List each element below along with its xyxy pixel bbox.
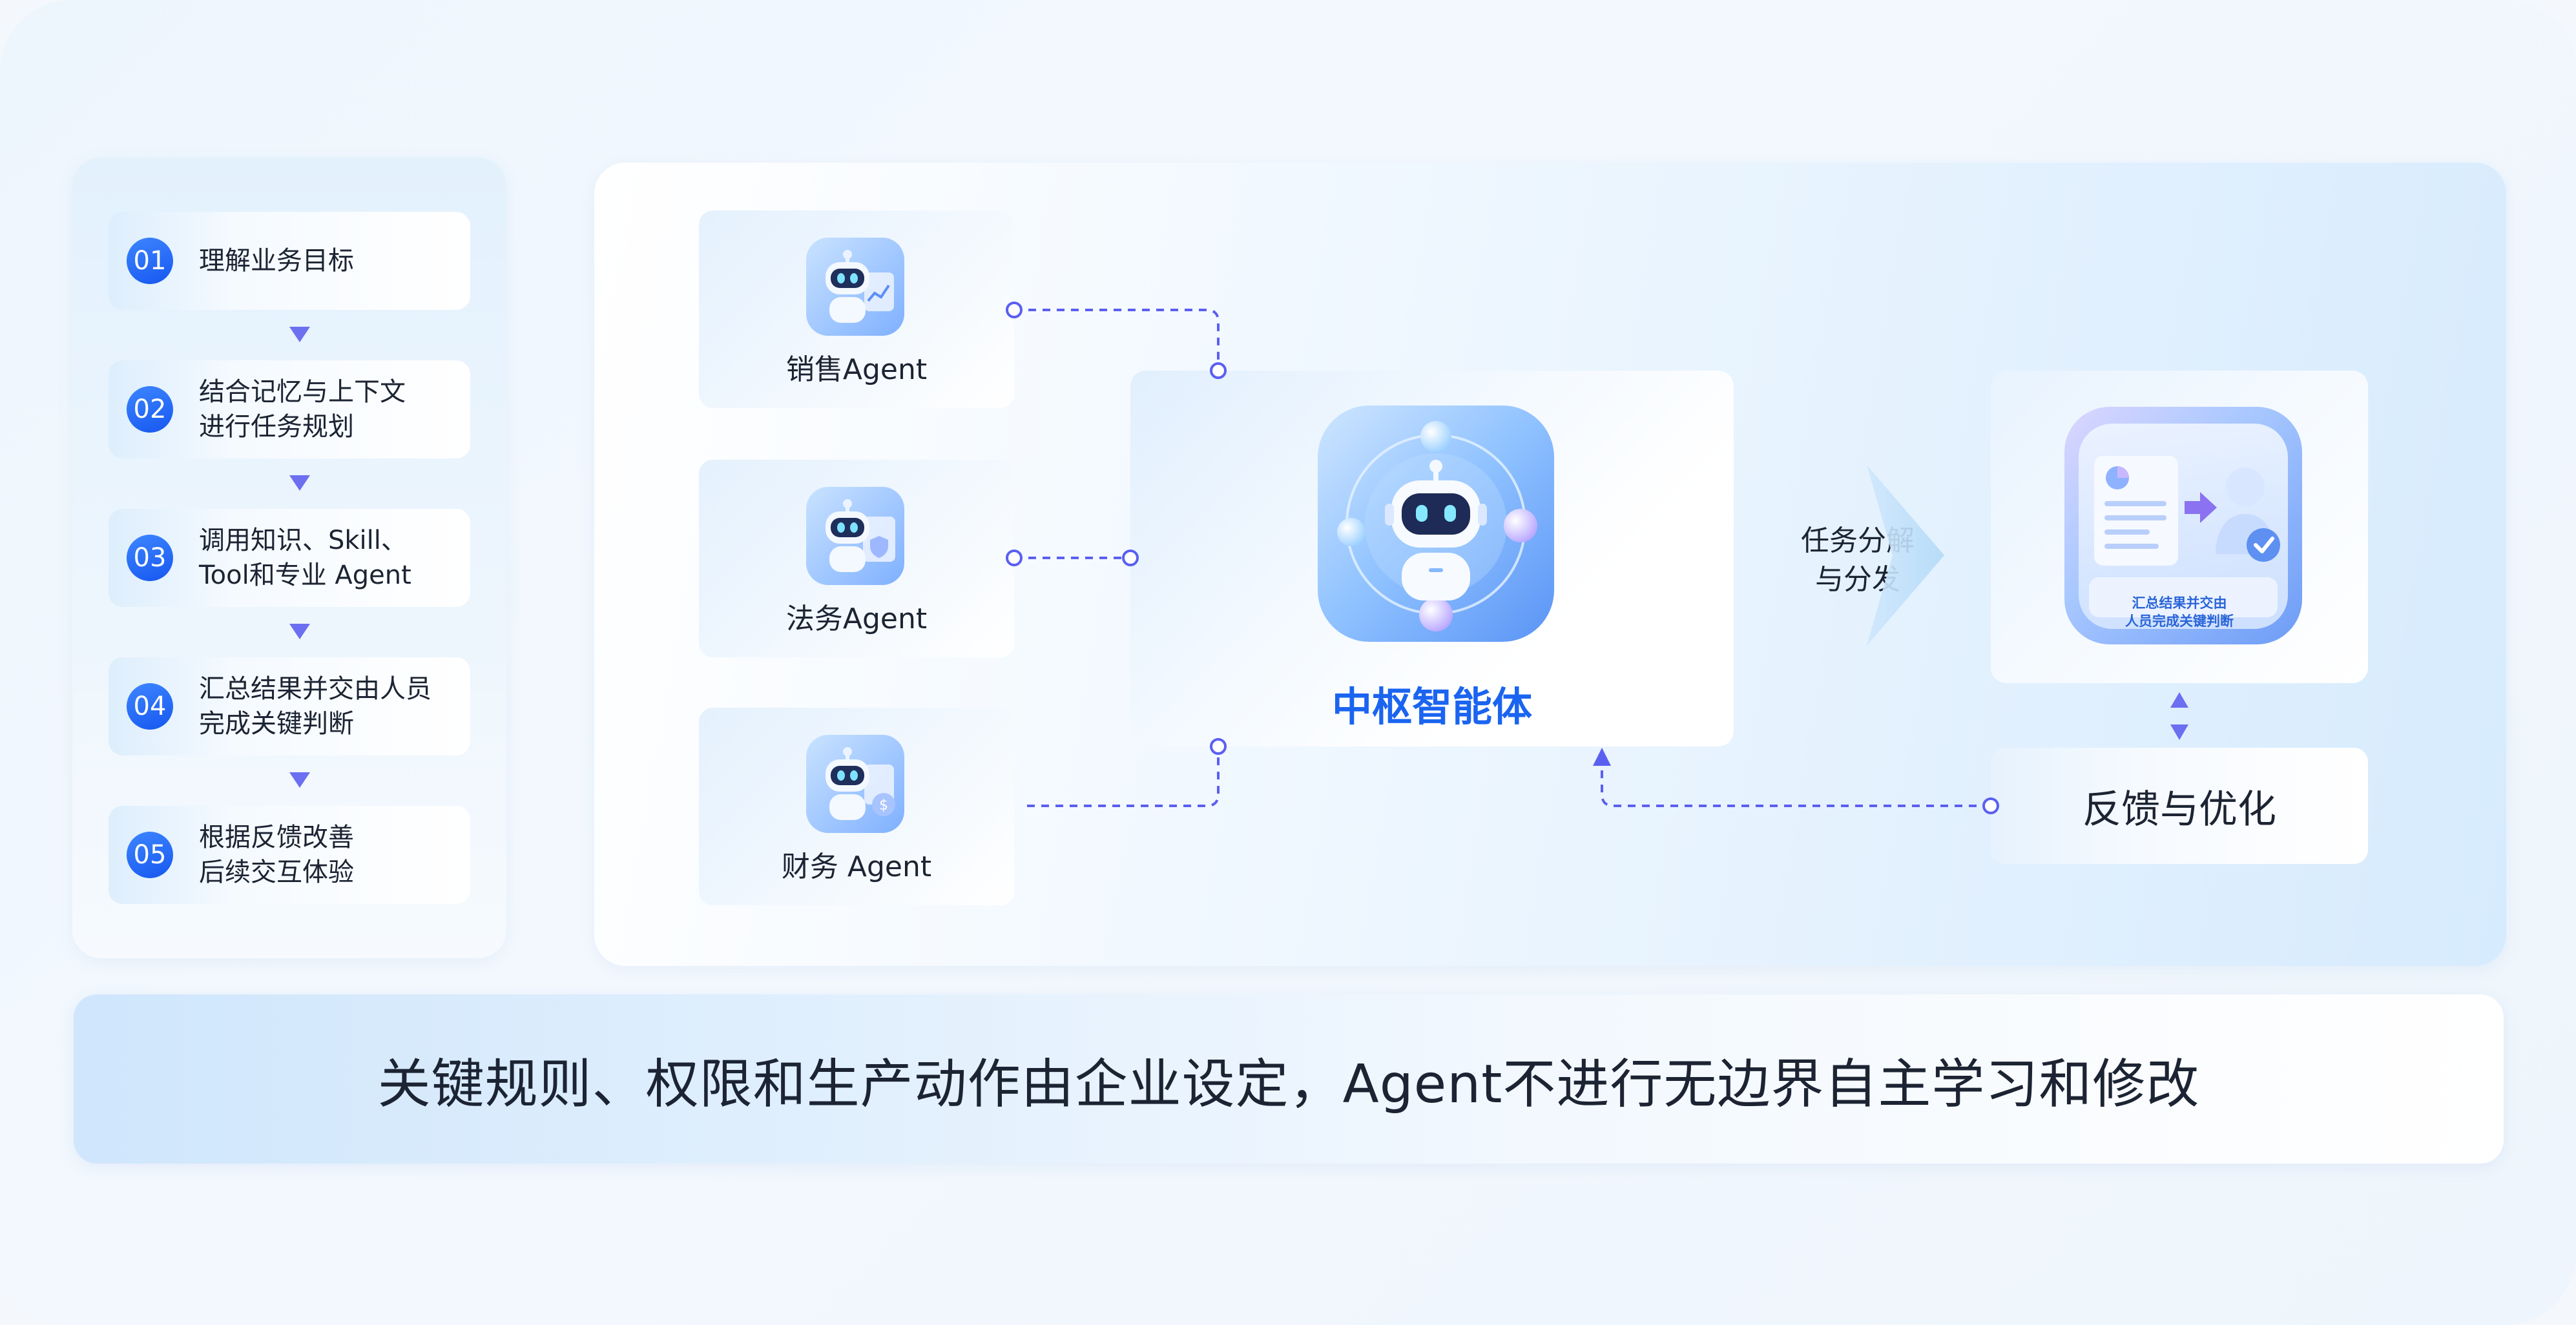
double-arrow-up-icon bbox=[2170, 692, 2188, 708]
central-robot-icon bbox=[1318, 406, 1554, 642]
governance-text: 关键规则、权限和生产动作由企业设定，Agent不进行无边界自主学习和修改 bbox=[377, 1053, 2200, 1115]
agent-label-sales: 销售Agent bbox=[785, 353, 928, 386]
workflow-steps-panel: 01 理解业务目标 02 结合记忆与上下文 进行任务规划 03 调用知识、Ski… bbox=[72, 158, 506, 958]
step-5-badge: 05 bbox=[127, 832, 173, 878]
step-2: 02 结合记忆与上下文 进行任务规划 bbox=[109, 360, 470, 458]
arrow-up-icon bbox=[1593, 748, 1611, 766]
double-arrow-down-icon bbox=[2170, 724, 2188, 740]
agent-label-legal: 法务Agent bbox=[785, 602, 928, 635]
step-1-text: 理解业务目标 bbox=[199, 246, 354, 276]
step-4: 04 汇总结果并交由人员 完成关键判断 bbox=[109, 657, 470, 755]
connector-node bbox=[1006, 550, 1023, 566]
step-3-text: 调用知识、Skill、 Tool和专业 Agent bbox=[199, 526, 411, 590]
connector-node bbox=[1122, 550, 1139, 566]
step-1: 01 理解业务目标 bbox=[109, 212, 470, 310]
step-arrow-icon bbox=[289, 772, 310, 788]
result-review-card: 汇总结果并交由 人员完成关键判断 bbox=[1991, 371, 2368, 683]
step-arrow-icon bbox=[289, 475, 310, 491]
connector-feedback bbox=[1601, 762, 1991, 807]
step-5-text: 根据反馈改善 后续交互体验 bbox=[199, 823, 354, 887]
step-arrow-icon bbox=[289, 624, 310, 639]
step-5: 05 根据反馈改善 后续交互体验 bbox=[109, 806, 470, 904]
result-text-line2: 人员完成关键判断 bbox=[2125, 613, 2234, 629]
step-arrow-icon bbox=[289, 327, 310, 342]
sales-robot-icon bbox=[806, 238, 904, 336]
central-agent-card: 中枢智能体 bbox=[1130, 371, 1734, 746]
step-1-badge: 01 bbox=[127, 238, 173, 284]
agent-label-finance: 财务 Agent bbox=[781, 850, 932, 883]
connector-finance bbox=[1027, 746, 1220, 807]
finance-robot-icon: $ bbox=[806, 735, 904, 833]
connector-node bbox=[1210, 738, 1227, 755]
central-agent-label: 中枢智能体 bbox=[1331, 683, 1532, 730]
step-4-text: 汇总结果并交由人员 完成关键判断 bbox=[199, 674, 431, 739]
governance-banner: 关键规则、权限和生产动作由企业设定，Agent不进行无边界自主学习和修改 bbox=[74, 994, 2504, 1164]
connector-node bbox=[1982, 797, 1999, 814]
connector-node bbox=[1210, 362, 1227, 379]
result-text-line1: 汇总结果并交由 bbox=[2132, 595, 2227, 611]
feedback-card: 反馈与优化 bbox=[1991, 748, 2368, 864]
agent-card-sales: 销售Agent bbox=[699, 211, 1014, 408]
agent-card-finance: $ 财务 Agent bbox=[699, 708, 1014, 905]
connector-node bbox=[1006, 302, 1023, 318]
report-review-icon bbox=[2064, 407, 2302, 644]
step-4-badge: 04 bbox=[127, 683, 173, 730]
step-3: 03 调用知识、Skill、 Tool和专业 Agent bbox=[109, 509, 470, 607]
step-2-text: 结合记忆与上下文 进行任务规划 bbox=[199, 377, 406, 442]
connector-sales bbox=[1014, 309, 1220, 371]
feedback-label: 反馈与优化 bbox=[2083, 786, 2276, 832]
svg-text:$: $ bbox=[879, 797, 888, 814]
step-2-badge: 02 bbox=[127, 386, 173, 433]
split-arrow-icon bbox=[1867, 465, 1944, 646]
step-3-badge: 03 bbox=[127, 535, 173, 581]
legal-robot-icon bbox=[806, 487, 904, 585]
agent-card-legal: 法务Agent bbox=[699, 460, 1014, 657]
